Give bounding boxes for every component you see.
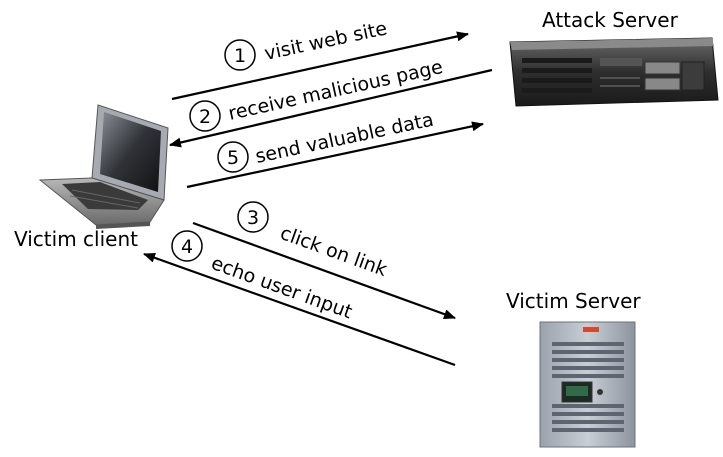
- step-3-badge: 3: [237, 201, 269, 233]
- step-5-badge: 5: [217, 141, 249, 173]
- arrow-click-on-link: [192, 221, 456, 320]
- step-3-text: click on link: [277, 222, 390, 281]
- victim-server-icon: [539, 321, 636, 448]
- step-1-badge: 1: [224, 39, 256, 71]
- step-4-badge: 4: [171, 230, 203, 262]
- svg-text:2: 2: [199, 106, 211, 128]
- attack-server-label: Attack Server: [542, 8, 678, 32]
- svg-text:5: 5: [227, 147, 239, 169]
- attack-server-icon: [509, 37, 719, 107]
- step-5-text: send valuable data: [253, 109, 435, 168]
- victim-server-label: Victim Server: [506, 289, 641, 313]
- arrow-echo-user-input: [143, 252, 456, 367]
- arrow-visit-web-site: [171, 31, 469, 101]
- arrow-receive-malicious-page: [169, 68, 493, 148]
- victim-client-label: Victim client: [14, 227, 138, 251]
- svg-text:1: 1: [234, 45, 246, 67]
- svg-text:3: 3: [247, 207, 259, 229]
- svg-text:4: 4: [181, 236, 193, 258]
- step-2-badge: 2: [189, 100, 221, 132]
- laptop-icon: [38, 104, 169, 229]
- arrow-send-valuable-data: [186, 121, 484, 189]
- step-1-text: visit web site: [262, 17, 389, 64]
